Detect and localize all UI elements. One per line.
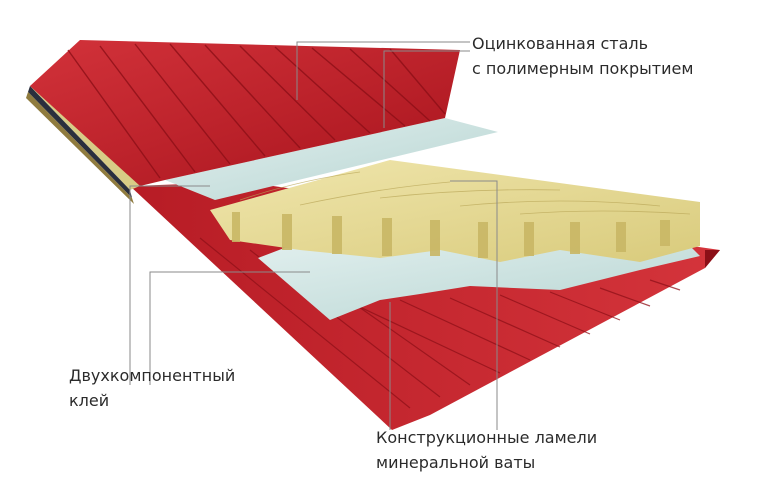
leader-line-wool: [450, 180, 498, 430]
label-glue-line2: клей: [69, 391, 110, 410]
leader-line-steel: [296, 41, 470, 100]
leader-line-glue-second: [149, 271, 310, 385]
label-two-component-glue: Двухкомпонентный клей: [69, 363, 235, 413]
label-galvanized-steel: Оцинкованная сталь с полимерным покрытие…: [472, 31, 693, 81]
leader-line-steel-second: [383, 50, 470, 128]
label-steel-line1: Оцинкованная сталь: [472, 34, 649, 53]
leader-lines: [129, 41, 498, 430]
label-glue-line1: Двухкомпонентный: [69, 366, 236, 385]
label-wool-line2: минеральной ваты: [376, 453, 536, 472]
label-wool-line1: Конструкционные ламели: [376, 428, 598, 447]
label-steel-line2: с полимерным покрытием: [472, 59, 694, 78]
top-steel-sheet: [30, 40, 460, 186]
leader-line-glue: [129, 185, 210, 385]
lower-glue-layer: [258, 242, 700, 320]
label-mineral-wool-lamellae: Конструкционные ламели минеральной ваты: [376, 425, 597, 475]
mineral-wool-core: [210, 160, 700, 262]
upper-glue-layer: [165, 118, 498, 200]
